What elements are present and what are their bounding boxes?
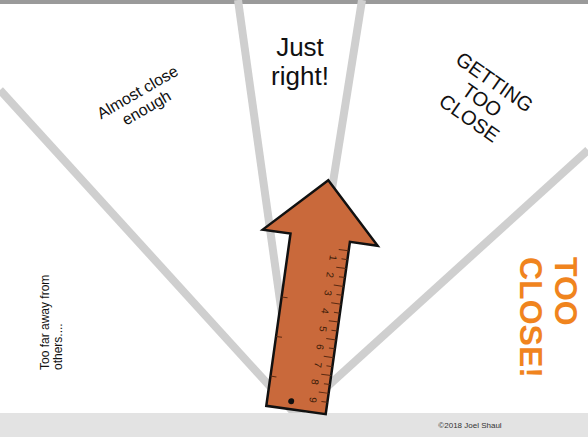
divider-line — [0, 90, 296, 415]
ruler-number: 8 — [309, 379, 321, 386]
top-strip — [0, 0, 588, 4]
bottom-band — [0, 413, 588, 437]
zone-label: Just right! — [255, 33, 345, 90]
zone-label: Too far away from others.... — [39, 274, 65, 370]
zone-label: GETTING TOO CLOSE — [422, 44, 542, 155]
ruler-number: 3 — [322, 290, 334, 297]
ruler-number: 9 — [307, 397, 319, 404]
ruler-number: 6 — [314, 343, 326, 350]
ruler-number: 5 — [317, 325, 329, 332]
ruler-number: 4 — [319, 308, 331, 315]
ruler-number: 7 — [312, 361, 324, 368]
warning-label: TOO CLOSE! — [513, 257, 583, 379]
ruler-ticks — [268, 242, 349, 402]
ruler-arrow — [239, 172, 386, 418]
copyright-note: ©2018 Joel Shaul — [438, 422, 501, 431]
ruler-number: 1 — [327, 254, 339, 261]
arrow-shape — [239, 172, 386, 418]
zone-label: Almost close enough — [88, 59, 196, 141]
ruler-number: 2 — [324, 272, 336, 279]
ruler-hole — [288, 398, 295, 405]
